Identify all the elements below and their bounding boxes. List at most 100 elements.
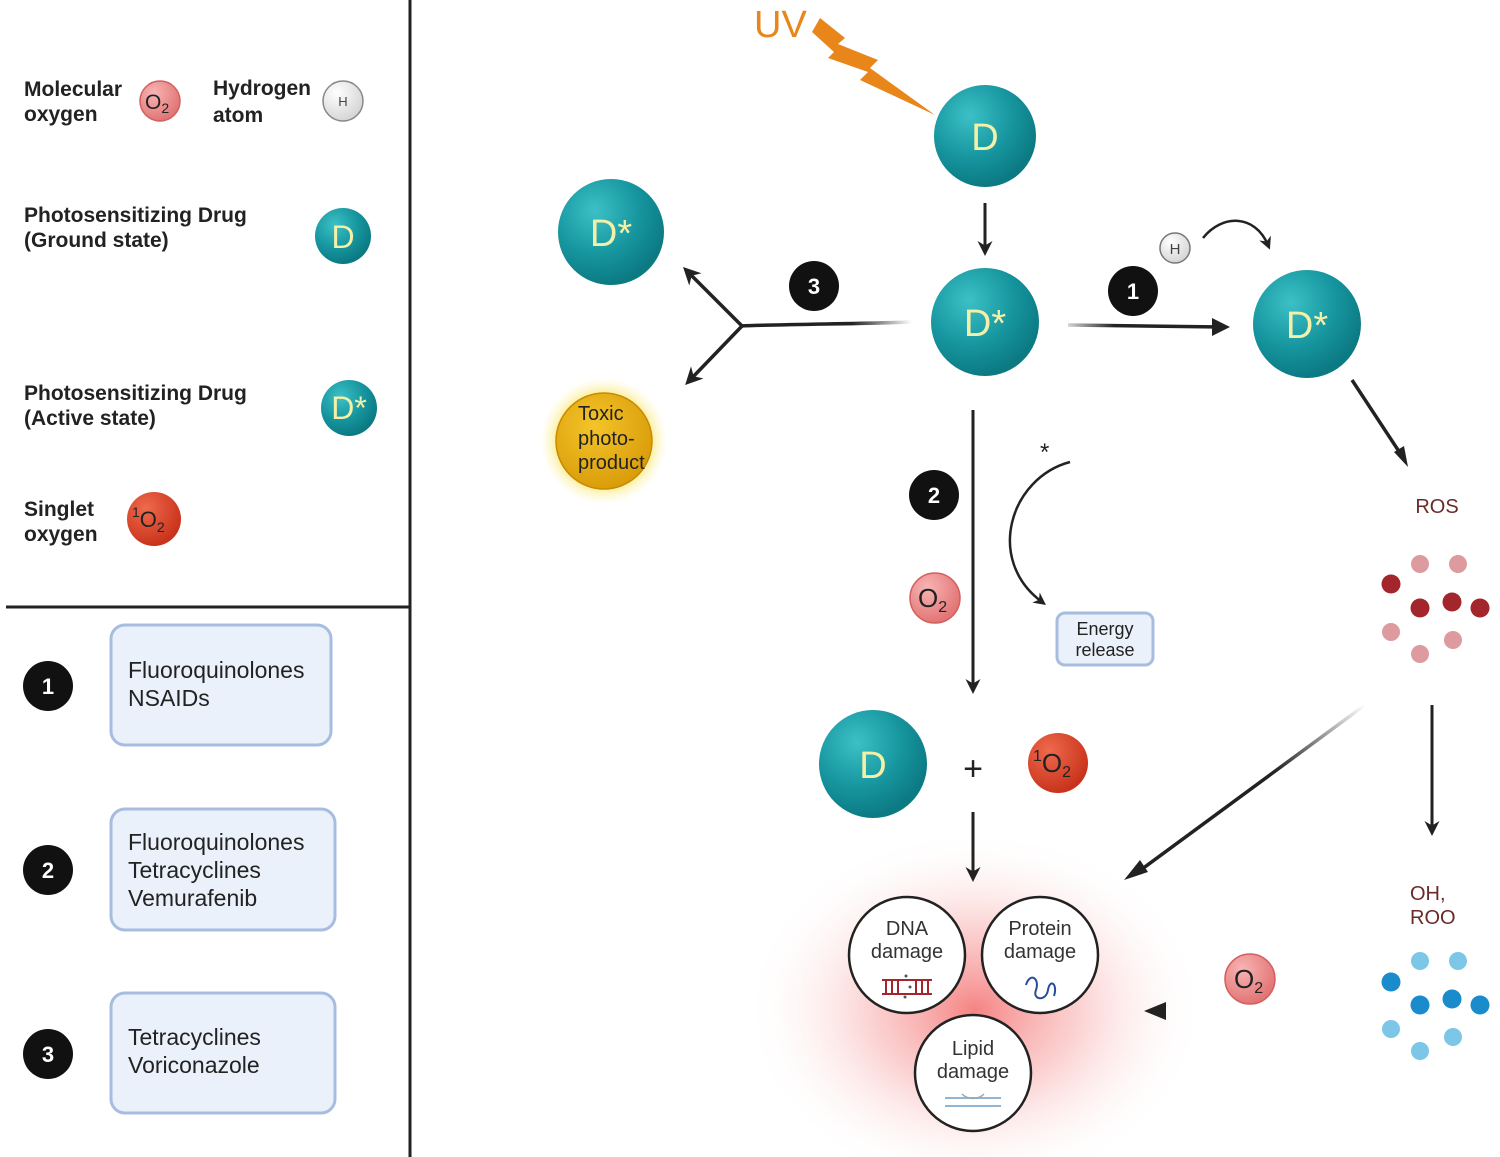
- oxygen-molecule-icon: [1224, 953, 1276, 1005]
- oh-cluster: [1381, 952, 1490, 1060]
- legend-molecular-oxygen: Molecular oxygen O2: [24, 78, 181, 126]
- drug-symbol: D*: [1286, 305, 1328, 347]
- drug-active-center: [931, 268, 1039, 376]
- damage-label: Lipid: [952, 1038, 994, 1060]
- lipid-icon: [945, 1093, 1001, 1107]
- legend-singlet-oxygen: Singlet oxygen 1O2: [24, 492, 181, 546]
- drug-ground-bottom: [819, 710, 927, 818]
- damage-label: Protein: [1008, 918, 1071, 940]
- ros-label: ROS: [1415, 496, 1458, 518]
- legend-label: Photosensitizing Drug: [24, 204, 247, 227]
- legend-label: Hydrogen: [213, 77, 311, 100]
- damage-label: damage: [937, 1061, 1009, 1083]
- oxygen-symbol: O2: [918, 583, 947, 616]
- legend-label: atom: [213, 104, 263, 127]
- oh-dot: [1411, 952, 1429, 970]
- step-number: 2: [42, 858, 54, 883]
- toxic-label: photo-: [578, 428, 635, 450]
- drug-class-item: Tetracyclines: [128, 857, 261, 883]
- step-number-badge: [23, 845, 73, 895]
- arrow-path-1: [1067, 323, 1223, 329]
- legend-label: Singlet: [24, 498, 94, 521]
- legend-ground-state: Photosensitizing Drug (Ground state) D: [24, 204, 371, 264]
- step-number: 1: [42, 674, 54, 699]
- drug-class-box: [109, 623, 333, 747]
- ros-dot: [1382, 623, 1400, 641]
- drug-symbol: D*: [331, 390, 367, 426]
- uv-label: UV: [754, 4, 807, 46]
- oh-dot: [1449, 952, 1467, 970]
- singlet-oxygen-icon: [1028, 733, 1088, 793]
- arrow-energy-release: [1008, 460, 1071, 605]
- drug-symbol: D*: [590, 213, 632, 255]
- toxic-photoproduct-icon: [555, 392, 653, 490]
- ros-dot: [1381, 574, 1401, 594]
- protein-icon: [1025, 976, 1057, 1000]
- dna-icon: [882, 974, 932, 999]
- hydrogen-atom-icon: [322, 80, 364, 122]
- step-number: 2: [928, 483, 940, 508]
- protein-damage-node: Protein damage: [980, 895, 1100, 1015]
- toxic-label: Toxic: [578, 403, 624, 425]
- dna-damage-circle: [847, 895, 967, 1015]
- oh-dot: [1411, 1042, 1429, 1060]
- arrow-ros-to-damage: [1136, 703, 1367, 874]
- drug-symbol: D*: [964, 303, 1006, 345]
- oh-dot: [1444, 1028, 1462, 1046]
- step-number: 1: [1127, 279, 1139, 304]
- drug-class-item: Tetracyclines: [128, 1024, 261, 1050]
- drug-class-1: 1 Fluoroquinolones NSAIDs: [23, 623, 333, 747]
- legend-hydrogen-atom: Hydrogen atom H: [213, 77, 364, 127]
- drug-symbol: D: [859, 745, 886, 787]
- drug-class-item: Voriconazole: [128, 1052, 260, 1078]
- ros-dot: [1442, 592, 1462, 612]
- singlet-oxygen-symbol: 1O2: [1033, 748, 1071, 781]
- step-2-badge: [909, 470, 959, 520]
- oxygen-symbol: O2: [145, 91, 169, 116]
- oxygen-symbol: O2: [1234, 964, 1263, 997]
- drug-class-box: [109, 807, 337, 932]
- ros-cluster: [1381, 555, 1490, 663]
- legend-active-state: Photosensitizing Drug (Active state) D*: [24, 380, 377, 436]
- drug-class-item: Fluoroquinolones: [128, 657, 304, 683]
- energy-release-label: Energy: [1076, 619, 1133, 639]
- damage-glow: [745, 830, 1205, 1157]
- drug-active-icon: [321, 380, 377, 436]
- oh-label: ROO: [1410, 907, 1456, 929]
- drug-class-2: 2 Fluoroquinolones Tetracyclines Vemuraf…: [23, 807, 337, 932]
- arrow-path-3-up: [683, 267, 744, 328]
- singlet-oxygen-icon: [127, 492, 181, 546]
- singlet-oxygen-symbol: 1O2: [132, 504, 165, 535]
- legend-label: Photosensitizing Drug: [24, 382, 247, 405]
- plus-sign: +: [963, 750, 983, 788]
- energy-release-label: release: [1075, 640, 1134, 660]
- damage-label: damage: [1004, 941, 1076, 963]
- ros-dot: [1411, 645, 1429, 663]
- drug-class-box: [109, 991, 337, 1115]
- drug-symbol: D: [331, 219, 354, 255]
- drug-class-item: NSAIDs: [128, 685, 210, 711]
- energy-release-box: [1055, 611, 1155, 667]
- toxic-label: product: [578, 452, 645, 474]
- arrow-path-3-down: [685, 324, 744, 386]
- step-number: 3: [808, 274, 820, 299]
- drug-active-right: [1253, 270, 1361, 378]
- damage-label: DNA: [886, 918, 929, 940]
- uv-bolt-icon: [812, 18, 935, 115]
- asterisk-label: *: [1040, 439, 1049, 466]
- oh-dot: [1470, 995, 1490, 1015]
- arrow-path-3: [739, 320, 913, 328]
- oxygen-molecule-icon: [139, 80, 181, 122]
- oh-dot: [1381, 972, 1401, 992]
- lipid-damage-node: Lipid damage: [913, 1013, 1033, 1133]
- oh-dot: [1442, 989, 1462, 1009]
- ros-dot: [1411, 555, 1429, 573]
- ros-dot: [1444, 631, 1462, 649]
- oxygen-molecule-icon: [909, 572, 961, 624]
- legend-label: (Ground state): [24, 229, 169, 252]
- damage-label: damage: [871, 941, 943, 963]
- step-number: 3: [42, 1042, 54, 1067]
- legend-label: Molecular: [24, 78, 122, 101]
- drug-symbol: D: [971, 117, 998, 159]
